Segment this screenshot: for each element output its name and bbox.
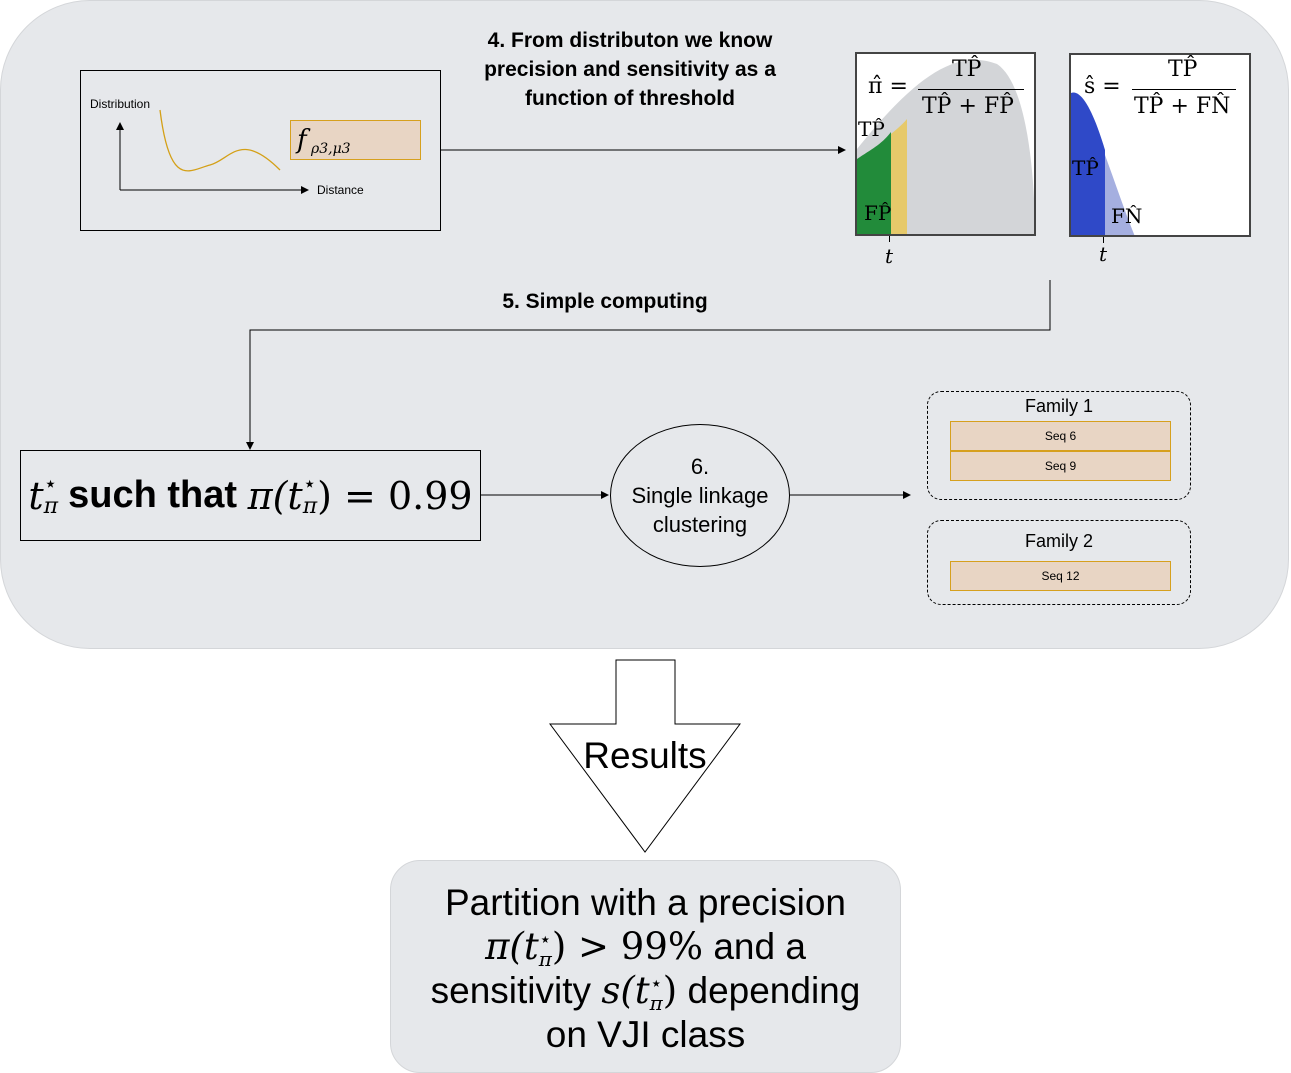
legend-subscript: ρ3,μ3 (311, 141, 351, 157)
fp-region (891, 119, 907, 234)
precision-fp-label: FP̂ (864, 201, 892, 225)
eq-star-2: ⋆ (302, 471, 317, 497)
precision-threshold-label: t (885, 244, 894, 268)
seq-item: Seq 12 (950, 561, 1171, 591)
seq-item: Seq 6 (950, 421, 1171, 451)
result-line1: Partition with a precision (444, 882, 847, 923)
results-label: Results (583, 735, 707, 776)
sensitivity-tp-region (1071, 92, 1105, 235)
step4-arrow (440, 146, 846, 154)
legend-f: f (297, 125, 307, 155)
result-line4: on VJI class (545, 1014, 746, 1056)
eq-pi: π(t (247, 473, 303, 518)
density-curve (159, 109, 281, 172)
eq-pi-sub-2: π (302, 493, 318, 519)
seq-item: Seq 9 (950, 451, 1171, 481)
sensitivity-tp-label: TP̂ (1072, 156, 1099, 180)
distance-label: Distance (317, 183, 364, 197)
family-2-group: Family 2 Seq 12 (927, 520, 1191, 605)
step4-label: 4. From distributon we know precision an… (484, 29, 776, 110)
result-s: s(t (601, 969, 650, 1013)
result-and: and a (713, 926, 806, 967)
single-linkage-step: 6. Single linkage clustering (610, 424, 790, 567)
fn-region (1105, 155, 1135, 235)
family-title: Family 2 (1024, 531, 1093, 551)
eq-pi-sub: π (43, 493, 59, 519)
result-gt: ) > 99% (551, 925, 704, 968)
tp-region (857, 132, 891, 234)
sensitivity-numerator: TP̂ (1168, 57, 1198, 82)
eq-rhs: ) = 0.99 (317, 473, 473, 518)
result-star-2: ⋆ (649, 971, 663, 996)
result-sensitivity: sensitivity (430, 970, 592, 1012)
result-close: ) (662, 969, 678, 1013)
sensitivity-plot (1069, 53, 1251, 237)
family-title: Family 1 (1024, 396, 1093, 416)
result-depending: depending (687, 970, 861, 1012)
distribution-label: Distribution (90, 97, 151, 111)
result-sub: π (538, 947, 552, 972)
precision-threshold-tick (889, 236, 890, 242)
threshold-equation: t⋆π such that π(t⋆π) = 0.99 (20, 450, 481, 541)
step6-line1: Single linkage (631, 483, 769, 508)
step6-number: 6. (690, 454, 710, 479)
distribution-legend: f ρ3,μ3 (290, 120, 421, 160)
eq-such-that: such that (68, 474, 238, 516)
family-1-group: Family 1 Seq 6 Seq 9 (927, 391, 1191, 500)
step6-line2: clustering (652, 512, 748, 537)
precision-numerator: TP̂ (952, 57, 982, 82)
precision-plot (855, 52, 1036, 236)
result-sub-2: π (649, 991, 663, 1016)
result-summary: Partition with a precision π(t⋆π) > 99% … (390, 860, 901, 1073)
results-arrow (549, 659, 741, 853)
precision-fraction-bar (918, 89, 1024, 90)
cluster-arrows (480, 491, 911, 499)
sensitivity-threshold-tick (1103, 237, 1104, 243)
step5-connector (246, 280, 1051, 450)
result-pi: π(t (485, 925, 539, 968)
sensitivity-fn-label: FN̂ (1111, 204, 1143, 228)
precision-denominator: TP̂ + FP̂ (922, 94, 1014, 119)
eq-t: t (28, 473, 44, 518)
distribution-chart (116, 109, 309, 194)
precision-lhs: π̂ = (868, 74, 908, 99)
sensitivity-threshold-label: t (1099, 242, 1108, 266)
step5-label: 5. Simple computing (502, 290, 708, 313)
sensitivity-denominator: TP̂ + FN̂ (1134, 94, 1231, 119)
eq-star: ⋆ (43, 471, 58, 497)
sensitivity-fraction-bar (1132, 89, 1236, 90)
result-star: ⋆ (539, 927, 552, 952)
sensitivity-lhs: ŝ = (1084, 74, 1121, 99)
precision-tp-label: TP̂ (858, 117, 885, 141)
